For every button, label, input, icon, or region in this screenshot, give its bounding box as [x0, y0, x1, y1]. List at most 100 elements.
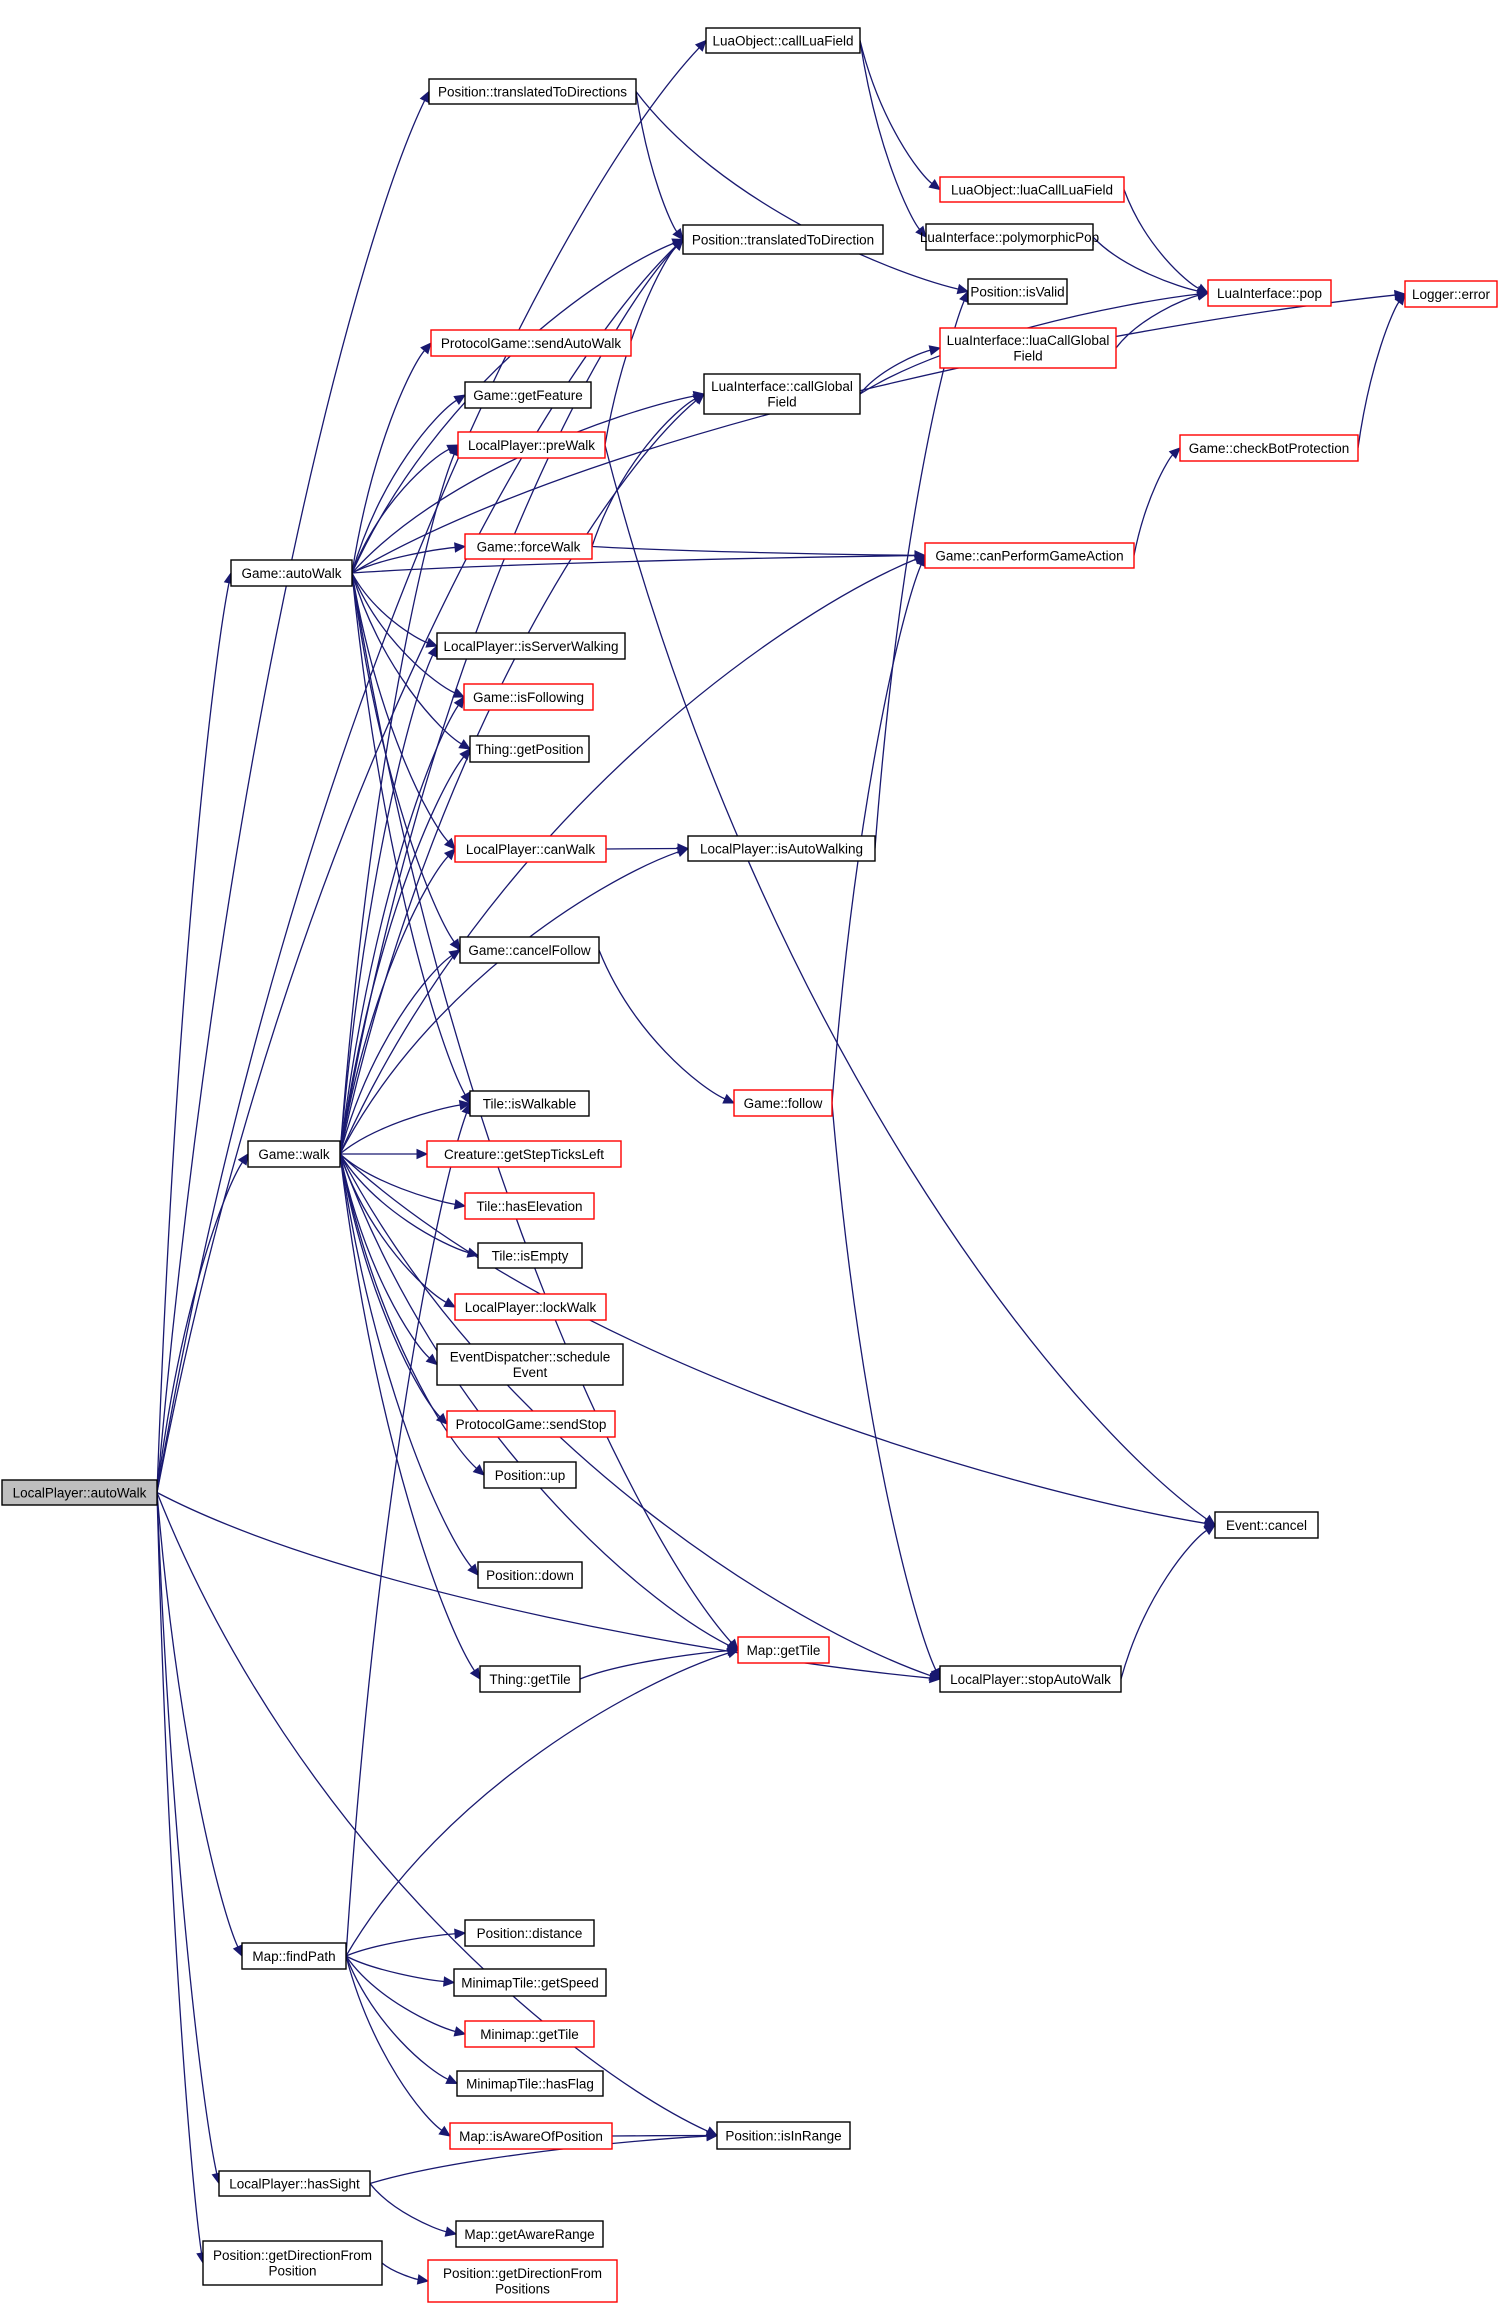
node-label: LocalPlayer::hasSight	[229, 2176, 360, 2191]
node-game-auto-walk[interactable]: Game::autoWalk	[230, 559, 353, 587]
node-logger-error[interactable]: Logger::error	[1404, 280, 1498, 308]
node-event-cancel[interactable]: Event::cancel	[1214, 1511, 1319, 1539]
edge-line	[859, 40, 933, 185]
node-box	[1179, 434, 1359, 462]
node-map-find-path[interactable]: Map::findPath	[241, 1942, 347, 1970]
node-game-cancel-follow[interactable]: Game::cancelFollow	[459, 936, 600, 964]
node-mmt-has-flag[interactable]: MinimapTile::hasFlag	[456, 2070, 604, 2097]
edge-arrowhead	[443, 848, 456, 861]
node-pos-translated-to-directions[interactable]: Position::translatedToDirections	[428, 78, 637, 105]
edge-arrowhead	[706, 2130, 719, 2142]
edge-map-find-path-to-tile-is-walkable	[345, 1102, 472, 1957]
node-lua-pop[interactable]: LuaInterface::pop	[1207, 279, 1332, 307]
edge-map-find-path-to-map-is-aware-of-position	[345, 1955, 452, 2137]
node-label: LuaInterface::luaCallGlobal	[947, 333, 1110, 348]
node-pos-distance[interactable]: Position::distance	[464, 1919, 595, 1947]
node-label: Event	[513, 1365, 548, 1380]
edge-game-auto-walk-to-game-cancel-follow	[351, 572, 461, 951]
node-label: EventDispatcher::schedule	[450, 1350, 611, 1365]
node-label: Event::cancel	[1226, 1518, 1307, 1533]
node-tile-is-empty[interactable]: Tile::isEmpty	[477, 1242, 583, 1269]
node-pos-is-valid[interactable]: Position::isValid	[967, 278, 1068, 305]
node-tile-is-walkable[interactable]: Tile::isWalkable	[469, 1090, 590, 1117]
node-box	[459, 936, 600, 964]
edge-line	[339, 399, 697, 1155]
node-lp-pre-walk[interactable]: LocalPlayer::preWalk	[457, 431, 606, 459]
edge-game-auto-walk-to-lp-pre-walk	[351, 444, 460, 574]
edge-arrowhead	[435, 1412, 448, 1425]
edge-arrowhead	[466, 1247, 480, 1258]
node-lp-can-walk[interactable]: LocalPlayer::canWalk	[454, 835, 607, 863]
node-lp-is-server-walking[interactable]: LocalPlayer::isServerWalking	[436, 632, 626, 660]
node-game-follow[interactable]: Game::follow	[733, 1089, 833, 1117]
edge-arrowhead	[438, 2125, 452, 2137]
node-game-check-bot-protection[interactable]: Game::checkBotProtection	[1179, 434, 1359, 462]
node-mmt-get-speed[interactable]: MinimapTile::getSpeed	[453, 1968, 607, 1997]
node-map-is-aware-of-position[interactable]: Map::isAwareOfPosition	[449, 2122, 613, 2150]
node-box	[705, 27, 861, 54]
edge-arrowhead	[420, 342, 432, 355]
node-game-walk[interactable]: Game::walk	[247, 1140, 341, 1168]
node-lua-call-lua-field[interactable]: LuaObject::callLuaField	[705, 27, 861, 54]
edge-line	[351, 572, 466, 1096]
edge-line	[591, 545, 916, 557]
edge-line	[1123, 189, 1200, 290]
node-lp-lock-walk[interactable]: LocalPlayer::lockWalk	[454, 1293, 607, 1321]
node-lp-stop-auto-walk[interactable]: LocalPlayer::stopAutoWalk	[939, 1665, 1122, 1693]
node-label: Game::getFeature	[473, 388, 583, 403]
node-pos-translated-to-direction[interactable]: Position::translatedToDirection	[682, 224, 884, 255]
node-pg-send-stop[interactable]: ProtocolGame::sendStop	[446, 1410, 616, 1438]
node-box	[967, 278, 1068, 305]
edge-arrowhead	[726, 1648, 740, 1659]
node-label: Game::cancelFollow	[468, 943, 591, 958]
edge-line	[351, 350, 425, 574]
edge-game-walk-to-lua-call-global-field	[339, 393, 705, 1155]
edge-line	[604, 246, 677, 446]
edge-arrowhead	[458, 1099, 472, 1111]
node-game-force-walk[interactable]: Game::forceWalk	[464, 533, 593, 560]
node-thing-get-tile[interactable]: Thing::getTile	[479, 1665, 581, 1693]
edge-lua-call-global-field-to-lua-lua-call-global-field	[859, 345, 942, 395]
node-game-can-perform-game-action[interactable]: Game::canPerformGameAction	[924, 542, 1135, 569]
edge-line	[345, 1933, 456, 1957]
edge-arrowhead	[453, 1199, 467, 1210]
node-label: Tile::hasElevation	[476, 1199, 582, 1214]
edge-line	[351, 399, 457, 574]
edge-line	[345, 1955, 445, 1983]
edge-line	[345, 1652, 729, 1957]
node-box	[455, 2220, 604, 2248]
node-game-is-following[interactable]: Game::isFollowing	[463, 683, 594, 711]
edge-line	[604, 444, 1208, 1520]
node-box	[430, 329, 632, 357]
node-lua-lua-call-lua-field[interactable]: LuaObject::luaCallLuaField	[939, 176, 1125, 203]
node-lua-polymorphic-pop[interactable]: LuaInterface::polymorphicPop	[920, 223, 1099, 251]
node-tile-has-elevation[interactable]: Tile::hasElevation	[464, 1192, 595, 1220]
edge-line	[156, 1492, 203, 2254]
node-label: Position::getDirectionFrom	[443, 2266, 602, 2281]
node-lp-is-auto-walking[interactable]: LocalPlayer::isAutoWalking	[687, 835, 876, 862]
node-map-get-aware-range[interactable]: Map::getAwareRange	[455, 2220, 604, 2248]
node-game-get-feature[interactable]: Game::getFeature	[464, 381, 592, 409]
node-pos-up[interactable]: Position::up	[483, 1461, 577, 1489]
edge-line	[1357, 301, 1400, 449]
edge-pos-get-direction-from-position-to-pos-get-direction-from-positions	[381, 2262, 430, 2285]
node-pg-send-auto-walk[interactable]: ProtocolGame::sendAutoWalk	[430, 329, 632, 357]
node-creature-get-step-ticks-left[interactable]: Creature::getStepTicksLeft	[426, 1140, 622, 1168]
edge-lp-is-auto-walking-to-pos-is-valid	[874, 290, 969, 849]
node-pos-down[interactable]: Position::down	[477, 1561, 583, 1589]
edge-arrowhead	[676, 847, 690, 857]
node-lp-has-sight[interactable]: LocalPlayer::hasSight	[218, 2170, 371, 2197]
node-root[interactable]: LocalPlayer::autoWalk	[1, 1479, 158, 1506]
node-label: Game::checkBotProtection	[1189, 441, 1350, 456]
node-thing-get-position[interactable]: Thing::getPosition	[469, 735, 590, 763]
node-box	[464, 2020, 595, 2048]
node-map-get-tile[interactable]: Map::getTile	[737, 1636, 830, 1664]
node-minimap-get-tile[interactable]: Minimap::getTile	[464, 2020, 595, 2048]
edge-line	[156, 1491, 931, 1679]
node-pos-is-in-range[interactable]: Position::isInRange	[716, 2121, 851, 2150]
